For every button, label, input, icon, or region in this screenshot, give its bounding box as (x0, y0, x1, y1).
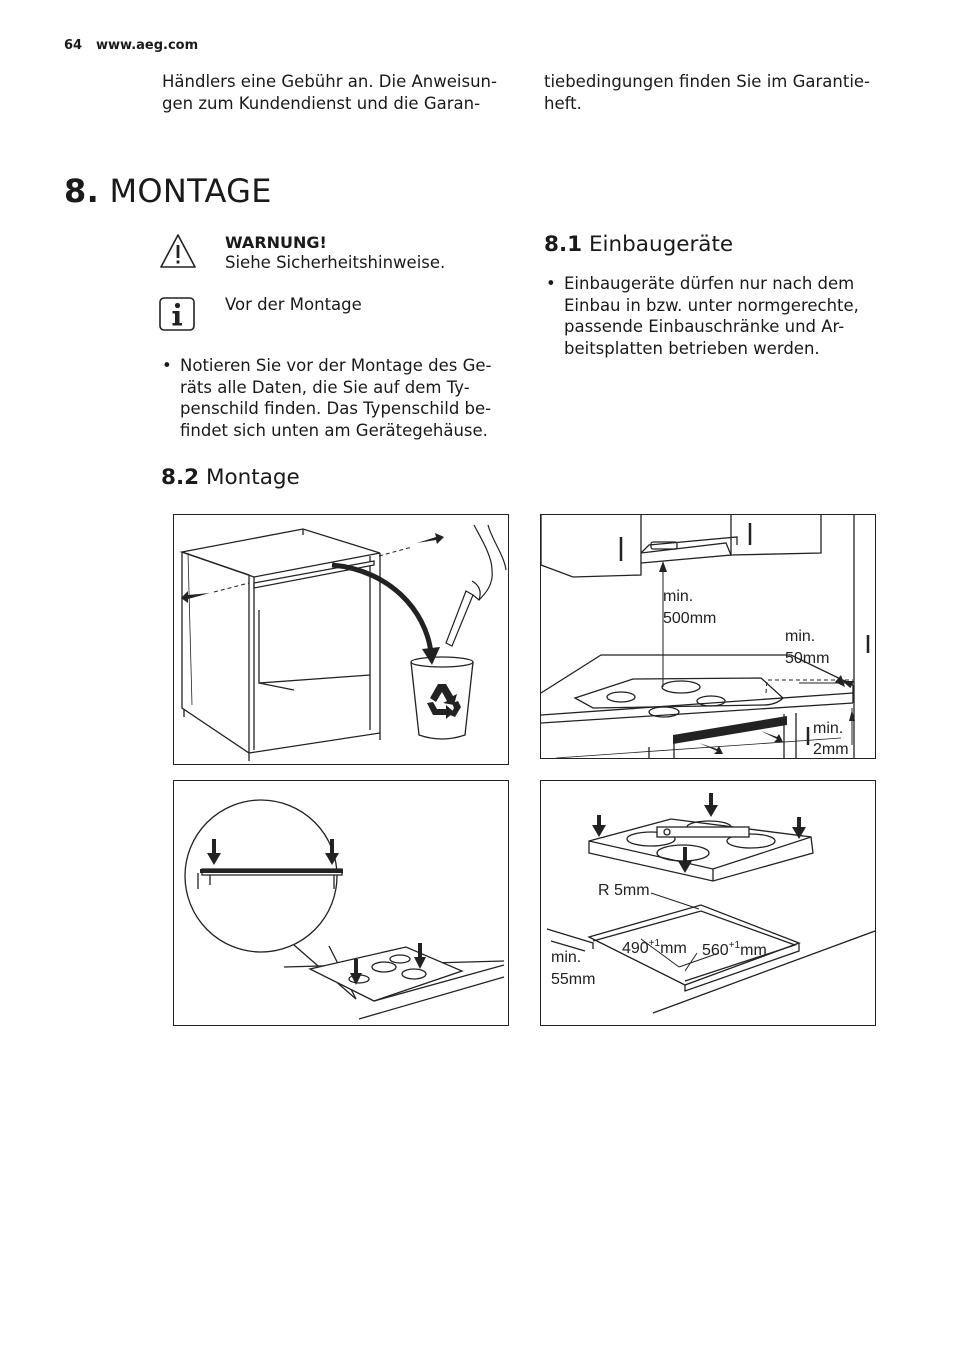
label-min-55-b: 55mm (551, 971, 595, 988)
section-number: 8. (64, 172, 100, 210)
label-min-500-a: min. (663, 588, 693, 605)
section-heading: 8. MONTAGE (64, 172, 272, 210)
label-min-50-b: 50mm (785, 650, 829, 667)
subsection-title: Einbaugeräte (588, 232, 734, 257)
bullet-list-left: Notieren Sie vor der Montage des Ge-räts… (161, 355, 521, 441)
warning-text: Siehe Sicherheitshinweise. (225, 253, 446, 272)
svg-text:490+1mm: 490+1mm (622, 938, 687, 957)
subsection-title: Montage (205, 465, 300, 490)
label-depth-tolerance: +1 (649, 938, 661, 949)
figure-clearances: min. 500mm min. 50mm min. 2mm (540, 514, 876, 759)
info-icon (158, 296, 198, 334)
label-min-2-a: min. (813, 720, 843, 737)
figure-seal-zoom (173, 780, 509, 1026)
subsection-number: 8.1 (544, 232, 583, 257)
intro-right-text: tiebedingungen finden Sie im Garantie-he… (544, 72, 871, 113)
section-title: MONTAGE (109, 172, 272, 210)
label-radius: R 5mm (598, 882, 650, 899)
list-item: Notieren Sie vor der Montage des Ge-räts… (161, 355, 521, 441)
header-url: www.aeg.com (96, 38, 199, 53)
label-width-tolerance: +1 (729, 940, 741, 951)
page-number: 64 (64, 38, 83, 53)
label-width: 560 (702, 942, 729, 959)
label-width-unit: mm (740, 942, 767, 959)
figure-cutout-dimensions: R 5mm 490+1mm 560+1mm min. 55mm (540, 780, 876, 1026)
svg-text:560+1mm: 560+1mm (702, 940, 767, 959)
warning-title: WARNUNG! (225, 233, 327, 252)
subsection-number: 8.2 (161, 465, 200, 490)
info-text: Vor der Montage (225, 295, 362, 314)
figure-cabinet-remove-strip (173, 514, 509, 765)
label-depth: 490 (622, 940, 649, 957)
intro-left-text: Händlers eine Gebühr an. Die Anweisun-ge… (162, 72, 497, 113)
label-min-55-a: min. (551, 949, 581, 966)
label-min-50-a: min. (785, 628, 815, 645)
label-min-2-b: 2mm (813, 741, 849, 758)
label-depth-unit: mm (660, 940, 687, 957)
subsection-heading-8-2: 8.2 Montage (161, 465, 300, 490)
label-min-500-b: 500mm (663, 610, 716, 627)
warning-icon (158, 232, 198, 272)
subsection-heading-8-1: 8.1 Einbaugeräte (544, 232, 733, 257)
